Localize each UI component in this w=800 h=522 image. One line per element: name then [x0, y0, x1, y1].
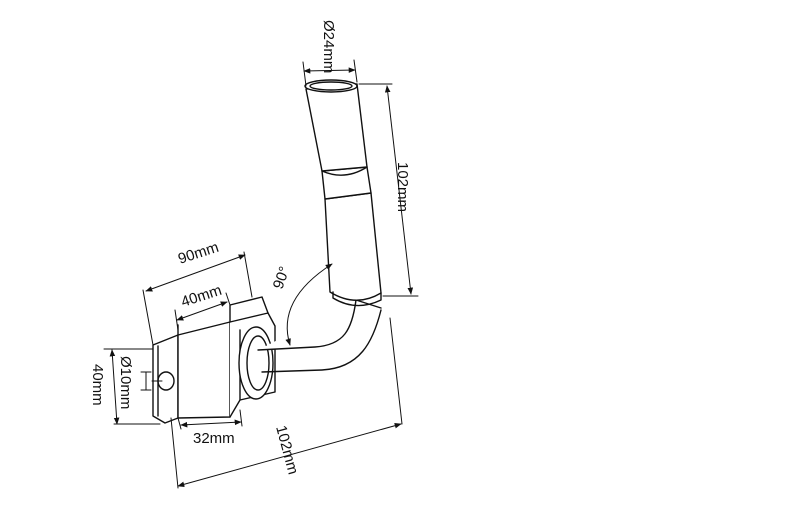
- label-tube-diameter: Ø24mm: [320, 20, 337, 73]
- label-overall-length: 102mm: [272, 424, 301, 477]
- dim-line-overall-width: [145, 254, 246, 292]
- label-plate-height: 40mm: [89, 364, 106, 406]
- lamp-tube: [304, 79, 382, 307]
- dim-line-block-width: [176, 301, 228, 321]
- elbow-arm: [257, 299, 382, 373]
- label-angle: 90°: [270, 264, 294, 291]
- dim-line-plate-depth: [180, 419, 242, 428]
- dim-arc-angle: [285, 263, 333, 346]
- dim-line-overall-length: [177, 422, 402, 488]
- label-plate-depth: 32mm: [193, 430, 235, 447]
- label-tube-length: 102mm: [394, 162, 411, 212]
- label-overall-width: 90mm: [176, 239, 221, 268]
- label-block-width: 40mm: [179, 282, 224, 311]
- dimension-lines: [109, 67, 414, 488]
- mount-plate: [152, 334, 179, 424]
- dim-line-tube-diameter: [303, 67, 356, 74]
- dim-line-plate-height: [109, 349, 120, 425]
- dim-line-tube-length: [384, 85, 414, 295]
- label-hole-diameter: Ø10mm: [117, 356, 134, 409]
- collar-ring: [238, 326, 274, 400]
